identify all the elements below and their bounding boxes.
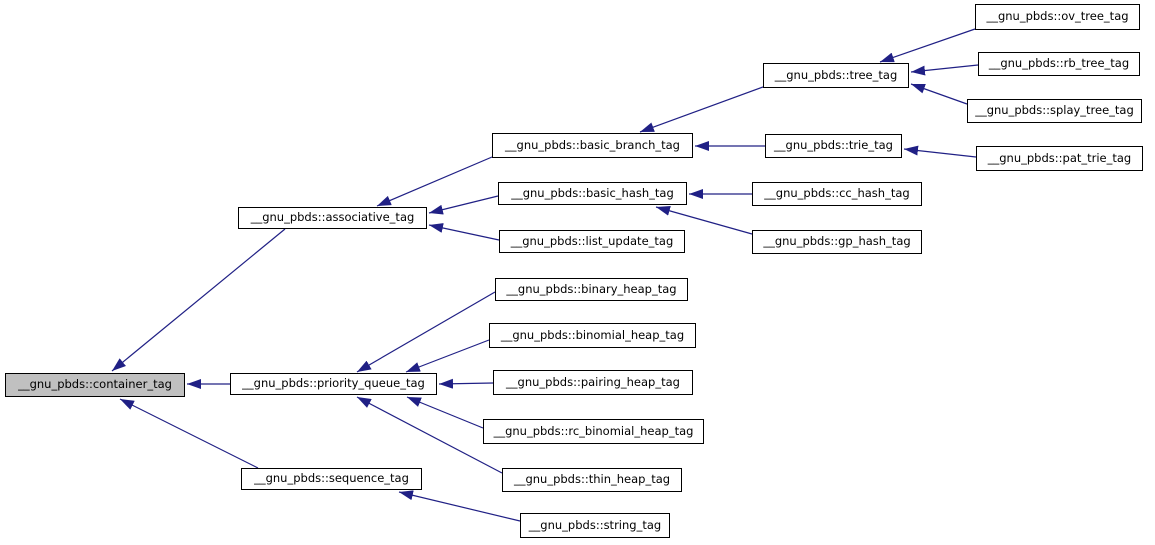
node-label: __gnu_pbds::cc_hash_tag <box>764 186 910 201</box>
node-label: __gnu_pbds::list_update_tag <box>510 233 674 248</box>
node-gp_hash_tag[interactable]: __gnu_pbds::gp_hash_tag <box>752 230 922 254</box>
edge-pairing_heap_tag-to-priority_queue_tag <box>438 378 494 389</box>
edge-ov_tree_tag-to-tree_tag <box>879 28 976 63</box>
node-pairing_heap_tag[interactable]: __gnu_pbds::pairing_heap_tag <box>493 370 693 395</box>
edge-string_tag-to-sequence_tag <box>398 490 521 522</box>
node-label: __gnu_pbds::rc_binomial_heap_tag <box>493 423 694 438</box>
node-associative_tag[interactable]: __gnu_pbds::associative_tag <box>238 207 427 229</box>
node-label: __gnu_pbds::binary_heap_tag <box>506 281 677 296</box>
node-pat_trie_tag[interactable]: __gnu_pbds::pat_trie_tag <box>976 146 1143 171</box>
node-label: __gnu_pbds::thin_heap_tag <box>513 472 671 487</box>
node-ov_tree_tag[interactable]: __gnu_pbds::ov_tree_tag <box>975 4 1140 30</box>
node-string_tag[interactable]: __gnu_pbds::string_tag <box>520 513 670 538</box>
node-label: __gnu_pbds::gp_hash_tag <box>763 234 911 249</box>
node-label: __gnu_pbds::basic_branch_tag <box>505 137 680 152</box>
node-cc_hash_tag[interactable]: __gnu_pbds::cc_hash_tag <box>752 182 922 206</box>
edge-basic_branch_tag-to-associative_tag <box>376 156 493 207</box>
edge-rc_binomial_heap_tag-to-priority_queue_tag <box>406 396 484 429</box>
node-rb_tree_tag[interactable]: __gnu_pbds::rb_tree_tag <box>978 52 1140 76</box>
node-label: __gnu_pbds::pairing_heap_tag <box>506 374 680 389</box>
node-trie_tag[interactable]: __gnu_pbds::trie_tag <box>765 134 902 158</box>
node-tree_tag[interactable]: __gnu_pbds::tree_tag <box>763 63 909 88</box>
node-label: __gnu_pbds::splay_tree_tag <box>975 103 1134 118</box>
edge-sequence_tag-to-container_tag <box>119 398 259 469</box>
edge-splay_tree_tag-to-tree_tag <box>910 83 968 105</box>
node-label: __gnu_pbds::basic_hash_tag <box>511 185 674 200</box>
edge-associative_tag-to-container_tag <box>111 228 286 372</box>
node-basic_hash_tag[interactable]: __gnu_pbds::basic_hash_tag <box>498 182 687 205</box>
node-binomial_heap_tag[interactable]: __gnu_pbds::binomial_heap_tag <box>489 323 696 348</box>
node-label: __gnu_pbds::sequence_tag <box>254 471 409 486</box>
node-basic_branch_tag[interactable]: __gnu_pbds::basic_branch_tag <box>492 133 693 158</box>
node-list_update_tag[interactable]: __gnu_pbds::list_update_tag <box>499 230 685 253</box>
edge-rb_tree_tag-to-tree_tag <box>910 64 979 76</box>
node-label: __gnu_pbds::trie_tag <box>774 138 893 153</box>
node-label: __gnu_pbds::tree_tag <box>774 67 898 82</box>
node-label: __gnu_pbds::binomial_heap_tag <box>500 327 685 342</box>
node-splay_tree_tag[interactable]: __gnu_pbds::splay_tree_tag <box>967 99 1142 123</box>
node-label: __gnu_pbds::pat_trie_tag <box>987 150 1132 165</box>
node-binary_heap_tag[interactable]: __gnu_pbds::binary_heap_tag <box>495 278 688 301</box>
edge-binomial_heap_tag-to-priority_queue_tag <box>405 339 490 373</box>
node-rc_binomial_heap_tag[interactable]: __gnu_pbds::rc_binomial_heap_tag <box>483 419 704 444</box>
edge-list_update_tag-to-associative_tag <box>428 223 500 241</box>
node-priority_queue_tag[interactable]: __gnu_pbds::priority_queue_tag <box>230 373 437 395</box>
node-label: __gnu_pbds::rb_tree_tag <box>988 56 1130 71</box>
edge-thin_heap_tag-to-priority_queue_tag <box>356 396 503 474</box>
node-thin_heap_tag[interactable]: __gnu_pbds::thin_heap_tag <box>502 468 682 492</box>
node-sequence_tag[interactable]: __gnu_pbds::sequence_tag <box>241 468 422 490</box>
node-label: __gnu_pbds::container_tag <box>18 377 172 392</box>
edge-tree_tag-to-basic_branch_tag <box>639 86 764 133</box>
edge-pat_trie_tag-to-trie_tag <box>903 145 977 158</box>
node-label: __gnu_pbds::ov_tree_tag <box>986 9 1129 24</box>
node-container_tag: __gnu_pbds::container_tag <box>5 373 185 397</box>
edge-binary_heap_tag-to-priority_queue_tag <box>356 291 496 373</box>
edge-basic_hash_tag-to-associative_tag <box>428 195 499 215</box>
node-label: __gnu_pbds::string_tag <box>528 517 662 532</box>
node-label: __gnu_pbds::associative_tag <box>250 210 415 225</box>
node-label: __gnu_pbds::priority_queue_tag <box>242 376 425 391</box>
